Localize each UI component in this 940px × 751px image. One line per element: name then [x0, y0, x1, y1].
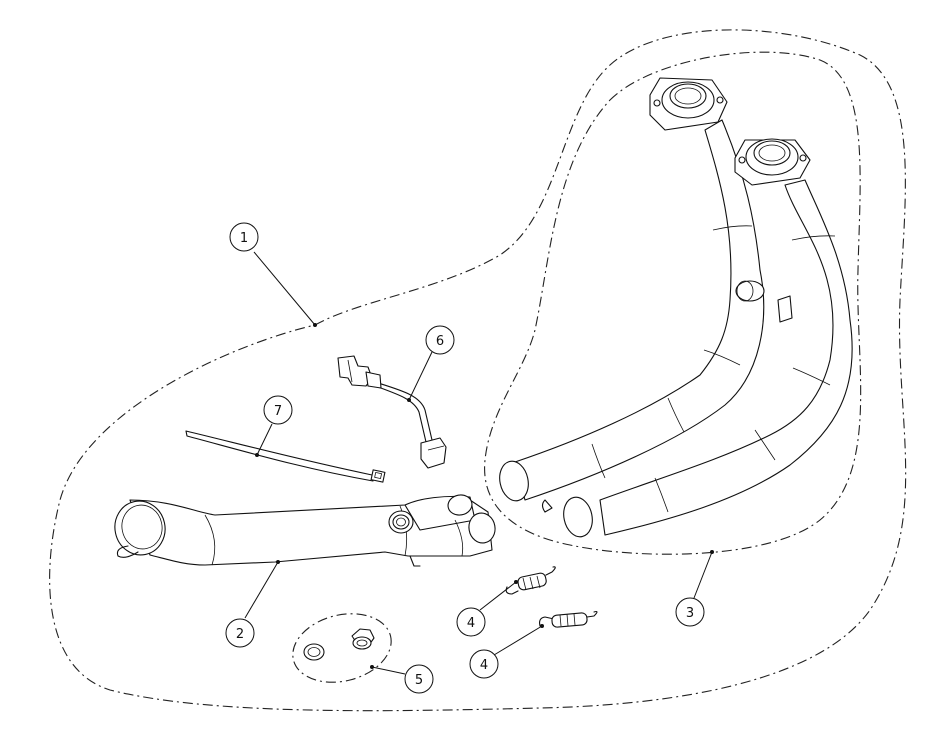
callout-3: 3 — [675, 550, 714, 627]
callout-4-upper-label: 4 — [467, 616, 475, 631]
callout-1-label: 1 — [240, 231, 248, 246]
spring-lower — [539, 610, 598, 628]
sensor-adapter-cable — [337, 355, 447, 469]
callout-6: 6 — [407, 325, 455, 402]
callout-6-label: 6 — [436, 334, 444, 349]
callout-2: 2 — [225, 560, 280, 648]
header-pipes — [499, 77, 853, 538]
callout-7: 7 — [255, 395, 293, 457]
assembly-3-outline — [484, 51, 862, 555]
callout-5-label: 5 — [415, 673, 423, 688]
assembly-5-outline — [292, 613, 392, 683]
callout-2-label: 2 — [236, 627, 244, 642]
callout-3-label: 3 — [686, 606, 694, 621]
header-flange-2 — [734, 138, 811, 186]
header-flange-1 — [649, 77, 728, 131]
callout-5: 5 — [370, 664, 434, 694]
sensor-plug-kit — [303, 628, 375, 661]
link-pipe — [114, 494, 496, 567]
callout-1: 1 — [229, 222, 317, 327]
callout-4-lower-label: 4 — [480, 658, 488, 673]
callout-4-upper: 4 — [456, 580, 518, 637]
callout-7-label: 7 — [274, 404, 282, 419]
callout-4-lower: 4 — [469, 624, 544, 679]
assembly-1-outline — [49, 29, 907, 712]
cable-tie — [185, 430, 386, 483]
spring-upper — [505, 566, 556, 595]
